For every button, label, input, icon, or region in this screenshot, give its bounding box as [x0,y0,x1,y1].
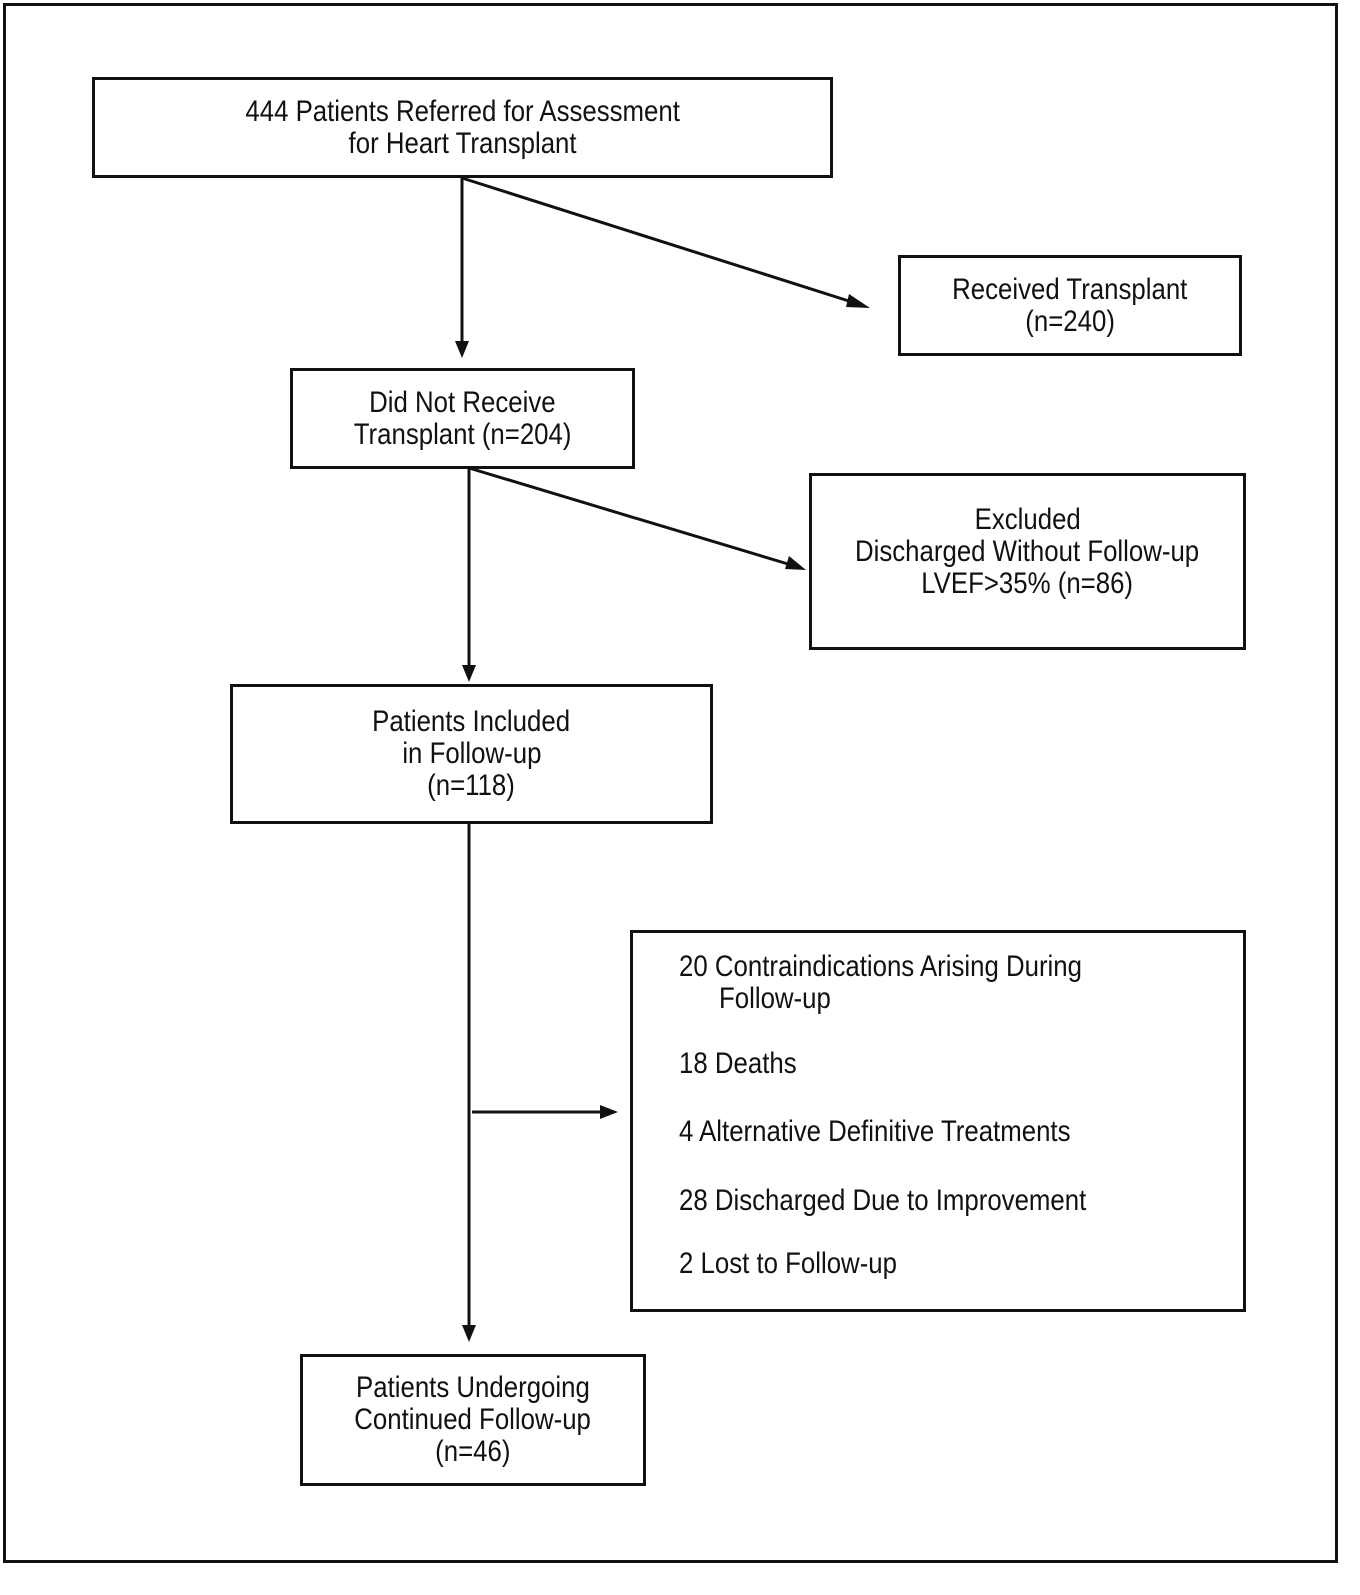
box-referred: 444 Patients Referred for Assessment for… [92,77,833,178]
not-received-line1: Did Not Receive [369,385,556,419]
box-received-transplant: Received Transplant (n=240) [898,255,1242,356]
box-continued-follow-up: Patients Undergoing Continued Follow-up … [300,1354,646,1486]
arrowhead-included [462,665,476,682]
included-line3: (n=118) [427,769,516,802]
outcome-deaths: 18 Deaths [679,1047,797,1080]
outcome-contraindications: 20 Contraindications Arising During [679,950,1082,983]
included-line2: in Follow-up [401,737,542,770]
arrowhead-outcomes [600,1105,618,1119]
arrowhead-not-received [455,341,469,358]
outcome-lost-to-follow-up: 2 Lost to Follow-up [679,1247,897,1280]
excluded-line3: LVEF>35% (n=86) [921,567,1134,600]
box-included-in-follow-up: Patients Included in Follow-up (n=118) [230,684,713,824]
arrowhead-received [846,294,870,308]
figure-frame [3,3,1338,1563]
not-received-line2: Transplant (n=204) [353,417,572,451]
arrow-referred-to-received [461,176,853,304]
continued-line2: Continued Follow-up [354,1403,592,1436]
received-line1: Received Transplant [952,272,1188,306]
arrowhead-continued [462,1325,476,1342]
included-line1: Patients Included [372,705,571,738]
received-line2: (n=240) [1025,304,1115,338]
box-follow-up-outcomes: 20 Contraindications Arising During Foll… [630,930,1246,1312]
continued-line3: (n=46) [435,1435,511,1468]
arrowhead-excluded [785,556,806,570]
outcome-contraindications-cont: Follow-up [719,982,831,1015]
referred-line1: 444 Patients Referred for Assessment [245,94,680,128]
excluded-line2: Discharged Without Follow-up [855,535,1200,568]
box-excluded: Excluded Discharged Without Follow-up LV… [809,473,1246,650]
outcome-alternative-treatments: 4 Alternative Definitive Treatments [679,1115,1071,1148]
referred-line2: for Heart Transplant [348,126,577,160]
excluded-line1: Excluded [974,503,1081,536]
outcome-discharged-improvement: 28 Discharged Due to Improvement [679,1184,1087,1217]
continued-line1: Patients Undergoing [356,1371,590,1404]
arrow-not-received-to-excluded [468,466,789,566]
box-did-not-receive: Did Not Receive Transplant (n=204) [290,368,635,469]
